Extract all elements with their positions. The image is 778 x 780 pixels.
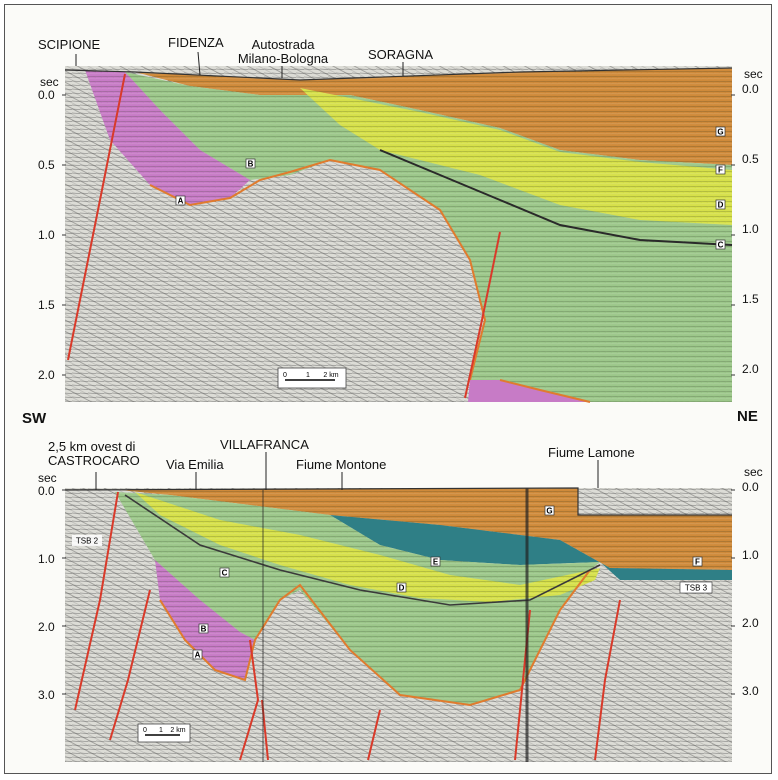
bottom-left-tick-0: 0.0: [38, 484, 55, 498]
bottom-right-tick-0: 0.0: [742, 480, 759, 494]
bottom-label-e: E: [433, 558, 439, 567]
bottom-right-tick-1: 1.0: [742, 548, 759, 562]
svg-text:1: 1: [159, 727, 163, 734]
axis-ticks: [62, 94, 735, 695]
top-label-b: B: [248, 160, 254, 169]
place-label-via-emilia: Via Emilia: [166, 457, 224, 472]
top-left-tick-1: 0.5: [38, 158, 55, 172]
top-right-tick-1: 0.5: [742, 152, 759, 166]
place-label-autostrada-1: Autostrada: [251, 37, 315, 52]
top-scale-bar: 0 1 2 km: [277, 367, 347, 389]
top-left-tick-3: 1.5: [38, 298, 55, 312]
top-right-tick-0: 0.0: [742, 82, 759, 96]
bottom-boundary-c: [124, 494, 601, 606]
bottom-label-a: A: [195, 651, 201, 660]
bottom-left-tick-2: 2.0: [38, 620, 55, 634]
svg-text:1: 1: [306, 372, 310, 379]
top-left-tick-0: 0.0: [38, 88, 55, 102]
top-label-g: G: [717, 128, 723, 137]
top-left-tick-4: 2.0: [38, 368, 55, 382]
orientation-sw: SW: [22, 410, 47, 427]
bottom-right-axis-unit: sec: [744, 465, 763, 479]
bottom-unit-e-teal: [330, 515, 732, 580]
top-label-d: D: [718, 201, 724, 210]
bottom-left-axis-unit: sec: [38, 471, 57, 485]
bottom-faults: [74, 491, 621, 761]
bottom-sequence-labels: TSB 2 TSB 3: [72, 535, 713, 594]
top-right-tick-3: 1.5: [742, 292, 759, 306]
top-boundary-a: [149, 158, 487, 381]
svg-text:2 km: 2 km: [170, 727, 185, 734]
tsb2-label: TSB 2: [76, 537, 99, 546]
place-label-scipione: SCIPIONE: [38, 37, 101, 52]
top-label-a: A: [178, 197, 184, 206]
tsb3-label: TSB 3: [685, 584, 708, 593]
bottom-label-b: B: [201, 625, 207, 634]
bottom-scale-bar: 0 1 2 km: [137, 723, 191, 743]
place-label-soragna: SORAGNA: [368, 47, 434, 62]
top-left-tick-2: 1.0: [38, 228, 55, 242]
bottom-label-d: D: [399, 584, 405, 593]
place-label-fiume-montone: Fiume Montone: [296, 457, 387, 472]
bottom-right-tick-3: 3.0: [742, 684, 759, 698]
place-leader-lines: [75, 51, 599, 490]
top-fault-right: [464, 231, 501, 399]
bottom-left-tick-3: 3.0: [38, 688, 55, 702]
top-left-axis-unit: sec: [40, 75, 59, 89]
top-right-tick-2: 1.0: [742, 222, 759, 236]
place-label-castrocaro-2: CASTROCARO: [48, 453, 140, 468]
bottom-label-c: C: [222, 569, 228, 578]
place-label-fidenza: FIDENZA: [168, 35, 224, 50]
svg-text:2 km: 2 km: [323, 372, 338, 379]
top-unit-pink-base: [468, 380, 590, 402]
top-boundary-c: [379, 149, 733, 246]
bottom-boundary-a: [159, 569, 591, 707]
bottom-right-tick-2: 2.0: [742, 616, 759, 630]
bottom-label-f: F: [695, 558, 700, 567]
orientation-ne: NE: [737, 408, 758, 425]
place-label-villafranca: VILLAFRANCA: [220, 437, 309, 452]
top-unit-label-boxes: A B C D F G: [175, 126, 726, 250]
top-right-tick-4: 2.0: [742, 362, 759, 376]
top-right-axis-unit: sec: [744, 67, 763, 81]
place-label-castrocaro-1: 2,5 km ovest di: [48, 439, 136, 454]
place-label-autostrada-2: Milano-Bologna: [237, 51, 329, 66]
place-label-fiume-lamone: Fiume Lamone: [548, 445, 635, 460]
svg-text:0: 0: [143, 727, 147, 734]
bottom-label-g: G: [546, 507, 552, 516]
svg-text:0: 0: [283, 372, 287, 379]
top-label-f: F: [718, 166, 723, 175]
top-label-c: C: [718, 241, 724, 250]
bottom-left-tick-1: 1.0: [38, 552, 55, 566]
top-fault-left: [67, 73, 126, 361]
bottom-unit-label-boxes: A B C D E F G: [192, 505, 703, 660]
